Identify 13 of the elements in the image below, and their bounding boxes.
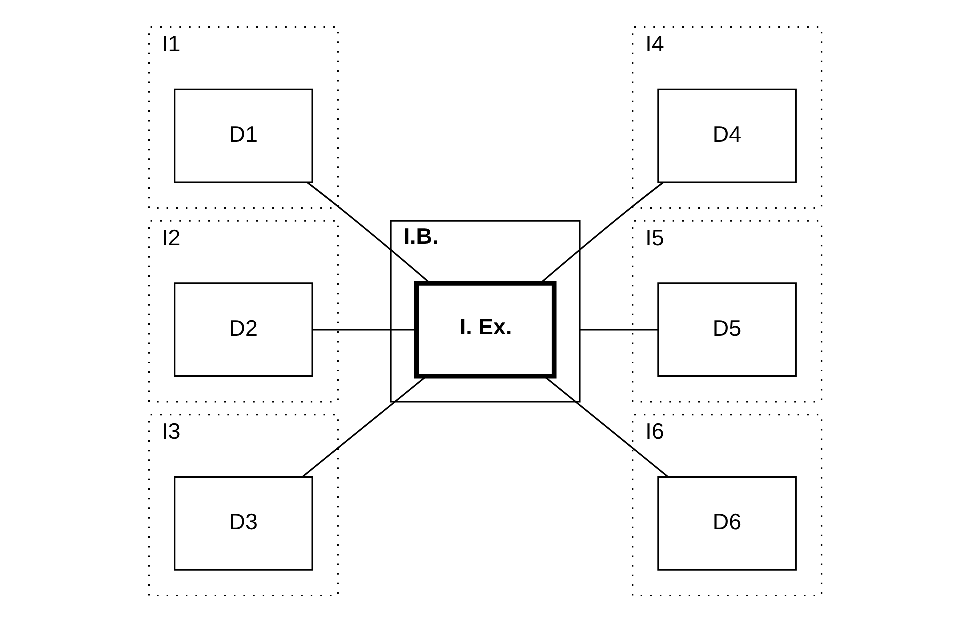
connector <box>307 182 430 284</box>
connector <box>580 329 658 331</box>
connector <box>540 182 664 284</box>
connector <box>544 376 669 478</box>
node-box: I. Ex. <box>414 281 557 379</box>
node-box: D1 <box>174 88 314 184</box>
node-box: D3 <box>174 476 314 571</box>
node-box: D4 <box>658 88 797 184</box>
node-box: D6 <box>658 476 797 571</box>
node-box: D2 <box>174 282 314 378</box>
connector <box>302 376 428 478</box>
connector <box>313 329 416 331</box>
node-box: D5 <box>658 282 797 378</box>
